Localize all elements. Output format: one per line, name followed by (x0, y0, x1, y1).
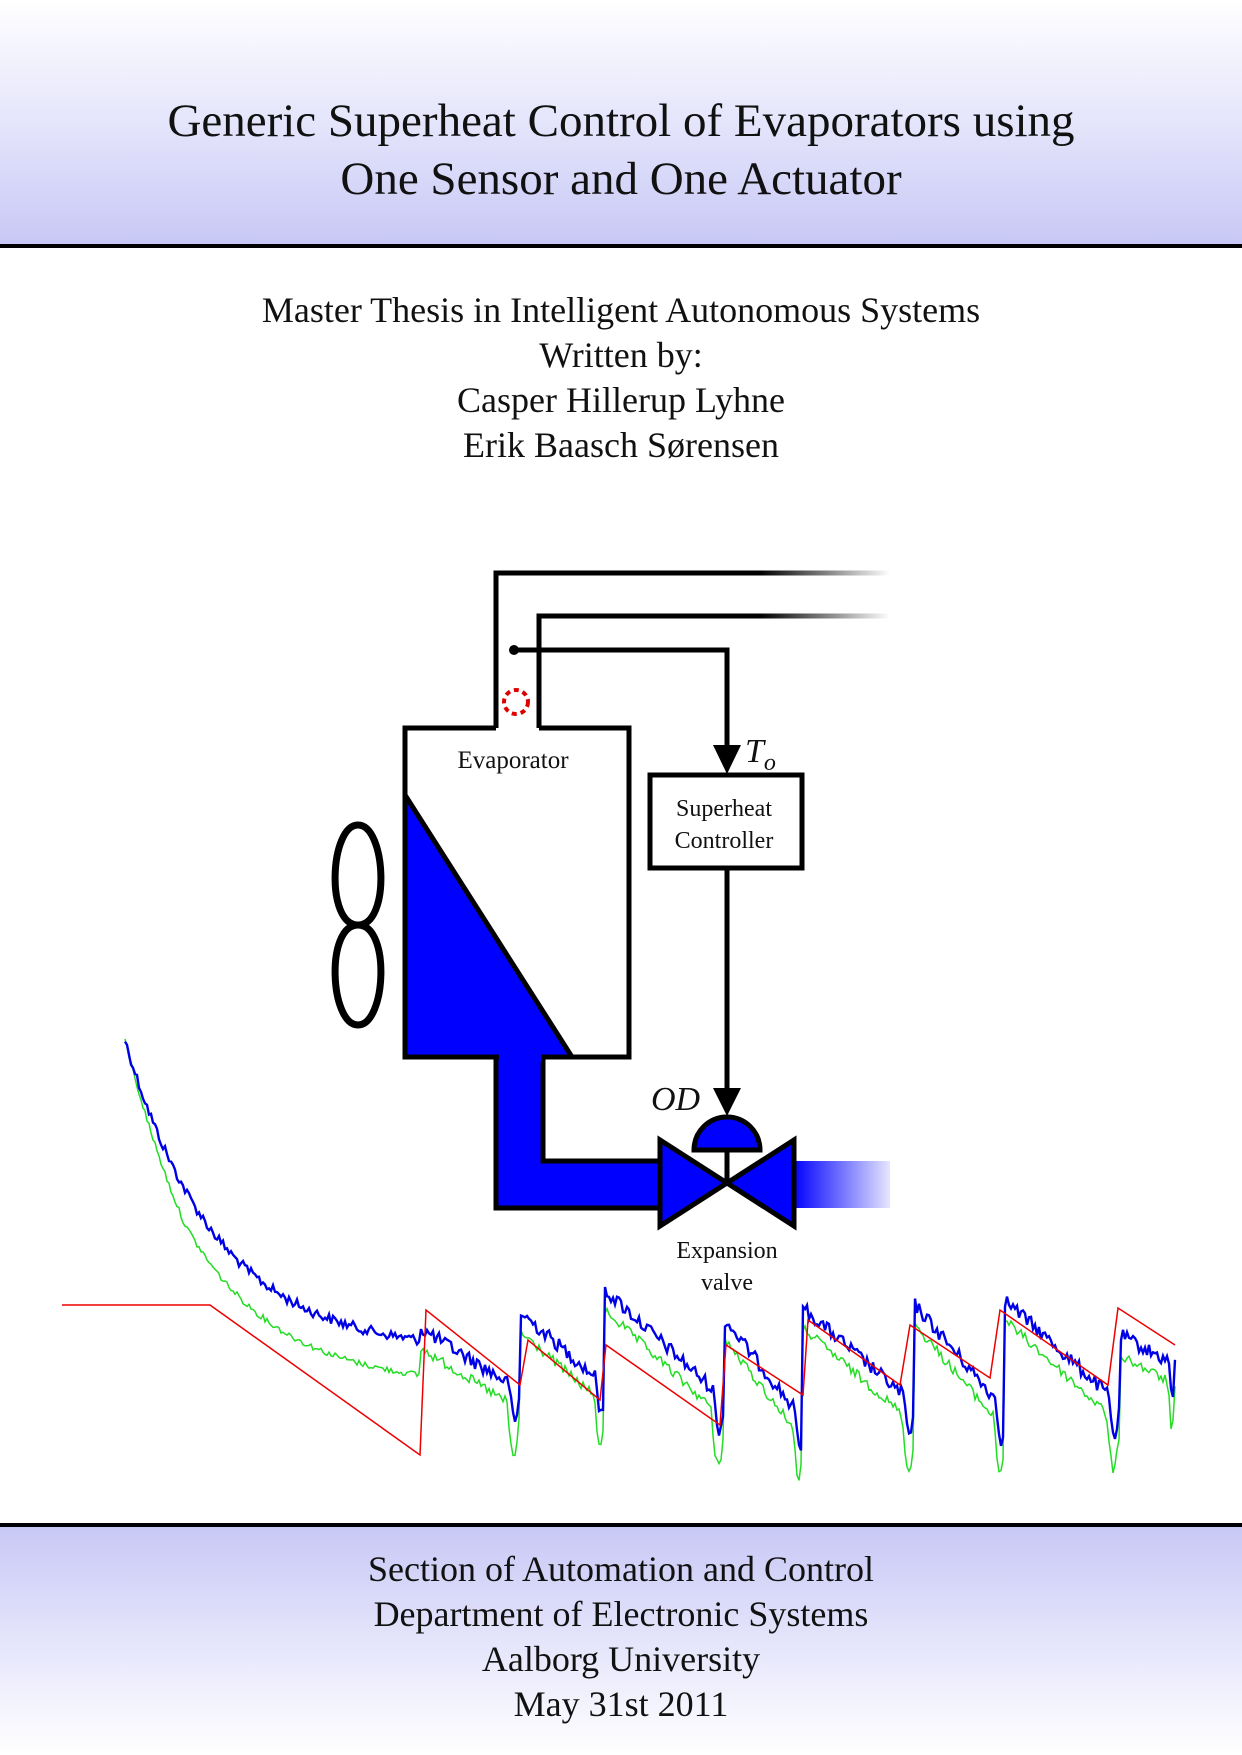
valve-body-right (722, 1135, 797, 1231)
trace-red (62, 1304, 1176, 1457)
temperature-sensor-icon (502, 688, 530, 716)
outlet-pipe-outer (493, 570, 760, 728)
author-2: Erik Baasch Sørensen (463, 425, 779, 465)
footer-band (0, 1527, 1242, 1755)
trace-blue (123, 1040, 1177, 1451)
evaporator-liquid-fill (402, 786, 577, 1060)
controller-label-line-2: Controller (675, 828, 774, 854)
inlet-pipe (793, 1161, 890, 1208)
valve-actuator-dome (691, 1114, 763, 1153)
controller-label-line-1: Superheat (676, 796, 772, 822)
thesis-line: Master Thesis in Intelligent Autonomous … (261, 290, 981, 330)
actuator-symbol-label: OD (651, 1081, 701, 1118)
trace-green (124, 1038, 1176, 1481)
liquid-line-fill-join (499, 1050, 541, 1062)
valve-label-line-2: valve (701, 1270, 753, 1296)
sensor-symbol-label: To (745, 733, 776, 776)
written-by-line: Written by: (539, 335, 703, 375)
footer-university: Aalborg University (481, 1639, 761, 1679)
author-block: Master Thesis in Intelligent Autonomous … (0, 288, 1242, 468)
valve-body-left (657, 1135, 732, 1231)
header-band (0, 0, 1242, 244)
title-line-1: Generic Superheat Control of Evaporators… (167, 95, 1075, 147)
outlet-pipe-inner-fade (760, 613, 890, 619)
affiliation-block: Section of Automation and Control Depart… (0, 1547, 1242, 1727)
control-signal-arrowhead (713, 1088, 741, 1116)
header-rule (0, 244, 1242, 248)
author-1: Casper Hillerup Lyhne (457, 380, 785, 420)
sensor-subscript: o (764, 750, 776, 776)
superheat-controller-box (647, 772, 805, 871)
footer-date: May 31st 2011 (513, 1684, 729, 1724)
evaporator-label: Evaporator (457, 747, 569, 774)
fan-icon (331, 821, 385, 1029)
footer-section: Section of Automation and Control (368, 1549, 874, 1589)
sensor-signal-line (514, 647, 730, 748)
sensor-signal-arrowhead (713, 745, 741, 774)
valve-label-line-1: Expansion (676, 1238, 777, 1264)
outlet-pipe-inner (536, 613, 760, 728)
footer-department: Department of Electronic Systems (373, 1594, 869, 1634)
title-line-2: One Sensor and One Actuator (340, 153, 902, 205)
footer-rule (0, 1523, 1242, 1527)
sensor-symbol: T (745, 733, 766, 770)
liquid-line (493, 1054, 663, 1211)
document-title: Generic Superheat Control of Evaporators… (0, 92, 1242, 208)
outlet-pipe-outer-fade (760, 570, 890, 576)
